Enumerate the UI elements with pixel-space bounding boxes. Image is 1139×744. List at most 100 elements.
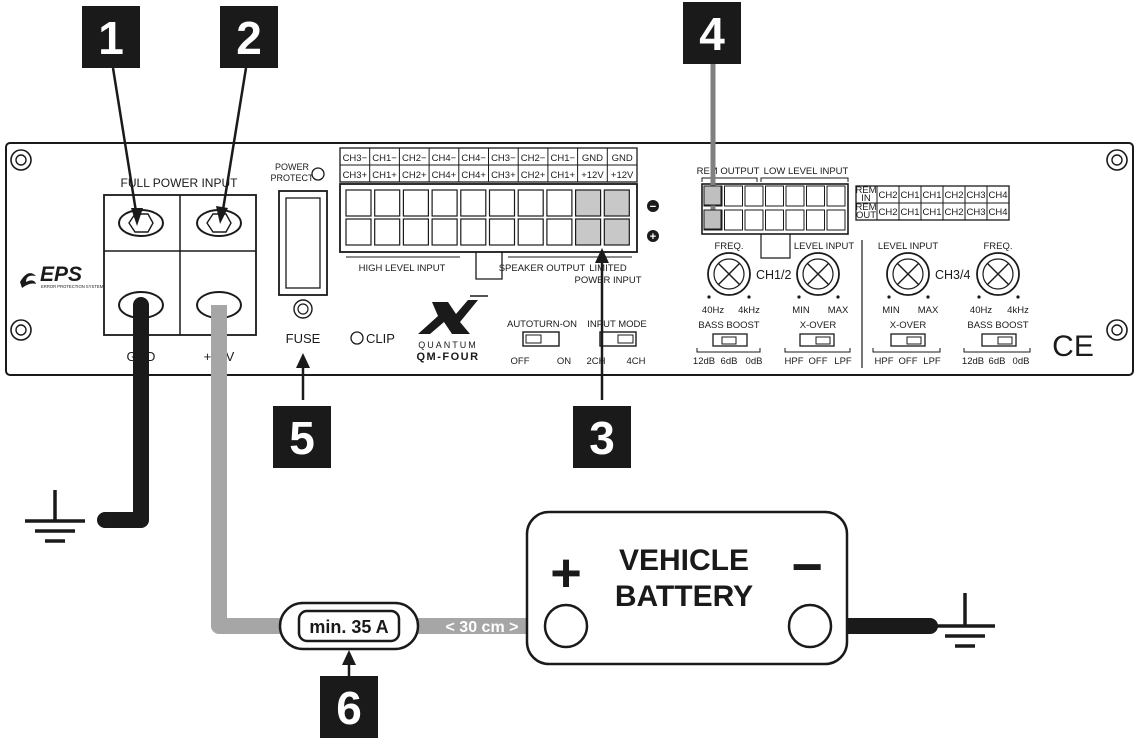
svg-text:6dB: 6dB — [721, 356, 738, 367]
svg-text:6dB: 6dB — [989, 356, 1006, 367]
rca-channel-label: CH3 — [966, 207, 985, 218]
connector-pin — [402, 218, 429, 246]
ch34-label: CH3/4 — [935, 268, 970, 282]
rca-cell — [826, 209, 846, 231]
fuse-rating-label: min. 35 A — [309, 617, 388, 637]
terminal-label: CH4+ — [432, 170, 457, 181]
connector-pin — [460, 189, 487, 217]
connector-pin — [402, 189, 429, 217]
minus-polarity-icon — [647, 200, 659, 212]
ground-symbol-icon — [935, 593, 995, 648]
callout-5: 5 — [273, 406, 331, 468]
ch12-bass-boost-label: BASS BOOST — [698, 320, 759, 331]
connector-pin — [517, 189, 544, 217]
terminal-label: CH1+ — [550, 170, 575, 181]
callout-2: 2 — [220, 6, 278, 68]
battery-negative-terminal — [787, 603, 833, 649]
terminal-label: CH2− — [521, 153, 546, 164]
limited-power-input-label-line1: LIMITED — [589, 263, 627, 274]
connector-pin — [574, 189, 602, 217]
connector-pin — [488, 218, 516, 246]
ch12-freq-knob[interactable] — [707, 252, 751, 296]
connector-pin — [345, 189, 372, 217]
rca-channel-label: CH2 — [944, 207, 963, 218]
terminal-label: CH1− — [372, 153, 397, 164]
rca-cell — [785, 209, 805, 231]
ch12-level-input-label: LEVEL INPUT — [794, 241, 855, 252]
distance-label: < 30 cm > — [446, 619, 519, 636]
connector-pin — [603, 189, 630, 217]
terminal-label: CH1− — [550, 153, 575, 164]
power-protect-label-line1: POWER — [275, 162, 310, 172]
ch34-level-knob[interactable] — [886, 252, 930, 296]
ch12-label: CH1/2 — [756, 268, 791, 282]
terminal-label: +12V — [581, 170, 604, 181]
power-protect-led-icon — [311, 167, 325, 181]
ch34-freq-knob[interactable] — [976, 252, 1020, 296]
brand-model-line1: QUANTUM — [418, 340, 478, 350]
svg-text:6: 6 — [336, 682, 362, 734]
eps-logo: EPS ERROR PROTECTION SYSTEM — [20, 263, 104, 289]
svg-text:IN: IN — [861, 193, 871, 204]
svg-text:REM: REM — [855, 202, 876, 213]
ch12-x-over-label: X-OVER — [800, 320, 837, 331]
svg-text:OUT: OUT — [856, 210, 876, 221]
fuse-label: FUSE — [286, 331, 321, 346]
autoturn-off-label: OFF — [511, 356, 530, 367]
terminal-label: CH3− — [491, 153, 516, 164]
battery-label-line1: VEHICLE — [619, 544, 749, 577]
terminal-label: CH2+ — [402, 170, 427, 181]
fuse-screw-icon — [293, 299, 313, 319]
ch12-level-knob[interactable] — [796, 252, 840, 296]
callout-1: 1 — [82, 6, 140, 68]
connector-pin — [488, 189, 516, 217]
terminal-label: GND — [582, 153, 603, 164]
battery-minus-sign: − — [791, 537, 823, 597]
terminal-label: CH2+ — [521, 170, 546, 181]
svg-text:MIN: MIN — [792, 305, 810, 316]
svg-text:MAX: MAX — [828, 305, 849, 316]
rca-cell — [765, 185, 784, 207]
terminal-label: CH1+ — [372, 170, 397, 181]
autoturn-on-label: AUTOTURN-ON — [507, 319, 577, 330]
callout-4: 4 — [683, 2, 741, 64]
svg-text:REM: REM — [855, 185, 876, 196]
amplifier-panel: EPS ERROR PROTECTION SYSTEM FULL POWER I… — [5, 142, 1134, 376]
rca-channel-label: CH4 — [988, 190, 1007, 201]
svg-text:HPF: HPF — [785, 356, 804, 367]
connector-pin — [603, 218, 630, 246]
ground-wire — [97, 297, 149, 528]
svg-text:+: + — [650, 231, 656, 243]
svg-text:1: 1 — [98, 12, 124, 64]
connector-pin — [374, 189, 401, 217]
rca-channel-label: CH2 — [878, 207, 897, 218]
rca-channel-label: CH1 — [900, 190, 919, 201]
eps-logo-subtext: ERROR PROTECTION SYSTEM — [41, 284, 104, 289]
svg-text:MAX: MAX — [918, 305, 939, 316]
rca-cell — [724, 185, 743, 207]
rca-cell — [744, 209, 764, 231]
battery-positive-terminal — [543, 603, 589, 649]
ce-mark: CE — [1052, 330, 1094, 363]
limited-power-input-label-line2: POWER INPUT — [574, 275, 641, 286]
connector-pins — [345, 189, 630, 246]
svg-text:0dB: 0dB — [746, 356, 763, 367]
connector-pin — [374, 218, 401, 246]
power-wire-amp-side — [211, 305, 290, 634]
power-protect-label-line2: PROTECT — [270, 173, 314, 183]
svg-text:HPF: HPF — [875, 356, 894, 367]
battery-label-line2: BATTERY — [615, 580, 753, 613]
ch34-freq-label: FREQ. — [983, 241, 1012, 252]
autoturn-on-state-label: ON — [557, 356, 571, 367]
terminal-label: +12V — [611, 170, 634, 181]
rca-channel-label: CH2 — [944, 190, 963, 201]
rca-channel-label: CH3 — [966, 190, 985, 201]
inline-fuse: min. 35 A — [278, 601, 420, 651]
callout-6: 6 — [320, 676, 378, 738]
connector-pin — [574, 218, 602, 246]
svg-text:40Hz: 40Hz — [970, 305, 992, 316]
callout-3: 3 — [573, 406, 631, 468]
svg-text:MIN: MIN — [882, 305, 900, 316]
input-mode-4ch-label: 4CH — [626, 356, 645, 367]
svg-text:12dB: 12dB — [693, 356, 715, 367]
